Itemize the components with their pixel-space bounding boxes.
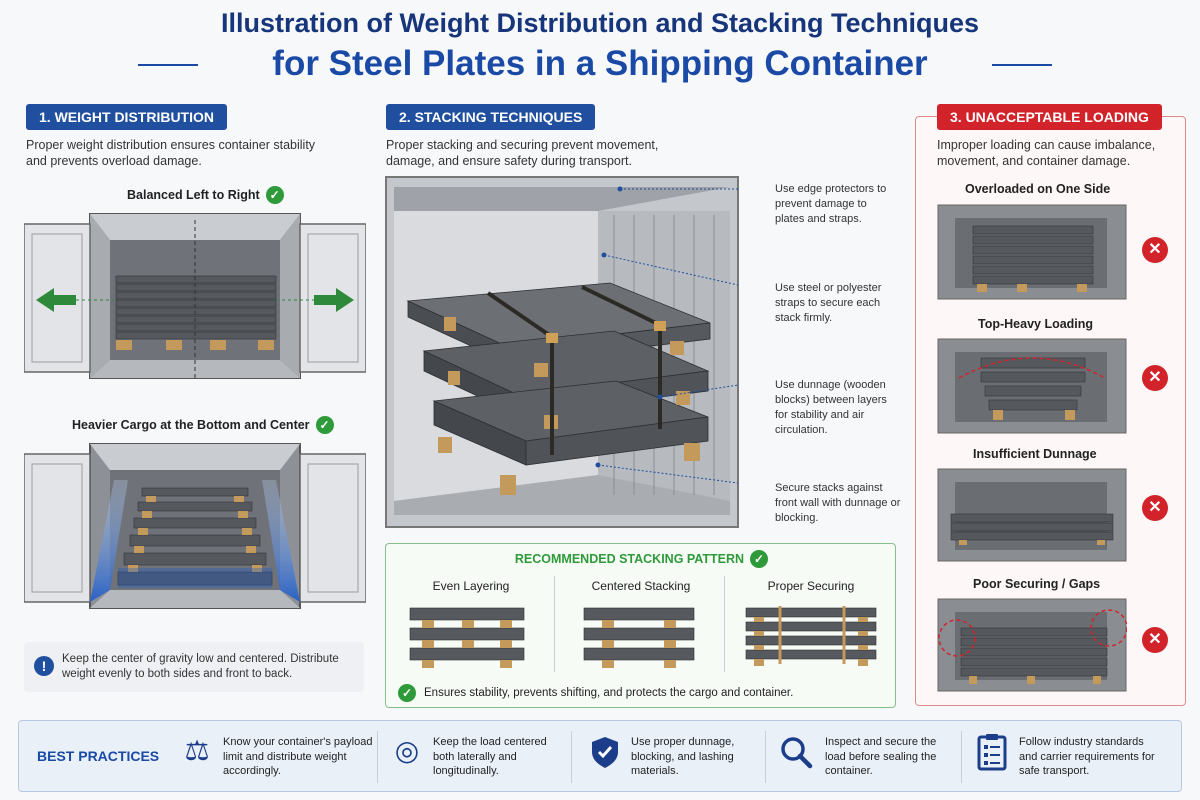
callout-dunnage: Use dunnage (wooden blocks) between laye… [775,379,887,436]
title-line-2: for Steel Plates in a Shipping Container [272,44,928,83]
bp-divider-3 [765,731,766,783]
best-practice-3: Use proper dunnage, blocking, and lashin… [631,736,735,777]
magnifier-icon [779,735,813,769]
callout-edge-protectors: Use edge protectors to prevent damage to… [775,183,887,225]
unacceptable-securing-label: Poor Securing / Gaps [973,577,1101,591]
proper-securing-illustration [745,606,877,666]
best-practice-2: Keep the load centered both laterally an… [433,736,547,777]
bp-divider-4 [961,731,962,783]
title-rule-left [138,64,198,66]
pattern-footer-row: ✓ Ensures stability, prevents shifting, … [398,684,793,702]
shield-check-icon [589,735,621,769]
section3-header: 3. UNACCEPTABLE LOADING [937,104,1162,130]
title-line-1: Illustration of Weight Distribution and … [220,8,980,38]
top-heavy-illustration [937,338,1127,434]
pattern-securing-label: Proper Securing [767,579,855,593]
unacceptable-overloaded-label: Overloaded on One Side [965,182,1111,196]
section1-subtitle-heavier: Heavier Cargo at the Bottom and Center ✓ [72,416,334,434]
x-circle-icon: ✕ [1142,237,1168,263]
bp-divider-2 [571,731,572,783]
best-practices-label: BEST PRACTICES [37,748,160,764]
centered-stacking-illustration [583,607,695,668]
recommended-pattern-box: RECOMMENDED STACKING PATTERN ✓ Even Laye… [385,543,896,708]
pattern-even-layering-label: Even Layering [432,579,510,593]
target-icon: ◎ [394,735,420,766]
section1-subtitle-balanced: Balanced Left to Right ✓ [127,186,284,204]
section1-note: Keep the center of gravity low and cente… [62,653,339,680]
pattern-footer: Ensures stability, prevents shifting, an… [424,687,794,699]
insufficient-dunnage-illustration [937,468,1127,562]
even-layering-illustration [409,607,525,668]
pattern-divider-2 [724,576,725,672]
best-practice-5: Follow industry standards and carrier re… [1019,736,1155,777]
x-circle-icon: ✕ [1142,627,1168,653]
recommended-pattern-title-row: RECOMMENDED STACKING PATTERN ✓ [386,550,897,568]
best-practices-bar: BEST PRACTICES ⚖ Know your container's p… [18,720,1182,792]
unacceptable-dunnage-label: Insufficient Dunnage [973,447,1097,461]
section1-description: Proper weight distribution ensures conta… [26,138,316,168]
unacceptable-top-heavy-label: Top-Heavy Loading [978,317,1094,331]
heavier-label: Heavier Cargo at the Bottom and Center [72,418,310,432]
pattern-divider-1 [554,576,555,672]
checklist-icon [977,733,1007,771]
poor-securing-illustration [937,598,1127,692]
stacking-container-illustration [385,176,739,528]
scale-icon: ⚖ [184,735,210,766]
heavy-bottom-container-illustration [24,443,366,609]
balanced-container-illustration [24,213,366,379]
recommended-pattern-title: RECOMMENDED STACKING PATTERN [514,552,745,566]
section1-note-box: ! Keep the center of gravity low and cen… [24,642,364,692]
pattern-centered-label: Centered Stacking [591,579,691,593]
callout-straps: Use steel or polyester straps to secure … [775,282,882,324]
section2-header: 2. STACKING TECHNIQUES [386,104,596,130]
best-practice-1: Know your container's payload limit and … [223,736,373,777]
overloaded-one-side-illustration [937,204,1127,300]
bp-divider-1 [377,731,378,783]
title-rule-right [992,64,1052,66]
section3-description: Improper loading can cause imbalance, mo… [937,138,1156,168]
section2-description: Proper stacking and securing prevent mov… [386,138,659,168]
check-icon: ✓ [750,550,769,568]
balanced-label: Balanced Left to Right [127,188,260,202]
x-circle-icon: ✕ [1142,495,1168,521]
best-practice-4: Inspect and secure the load before seali… [825,736,937,777]
info-icon: ! [34,656,54,676]
check-icon: ✓ [265,186,284,204]
check-icon: ✓ [398,684,416,702]
section1-header: 1. WEIGHT DISTRIBUTION [26,104,227,130]
callout-front-wall: Secure stacks against front wall with du… [775,482,901,524]
check-icon: ✓ [315,416,334,434]
x-circle-icon: ✕ [1142,365,1168,391]
